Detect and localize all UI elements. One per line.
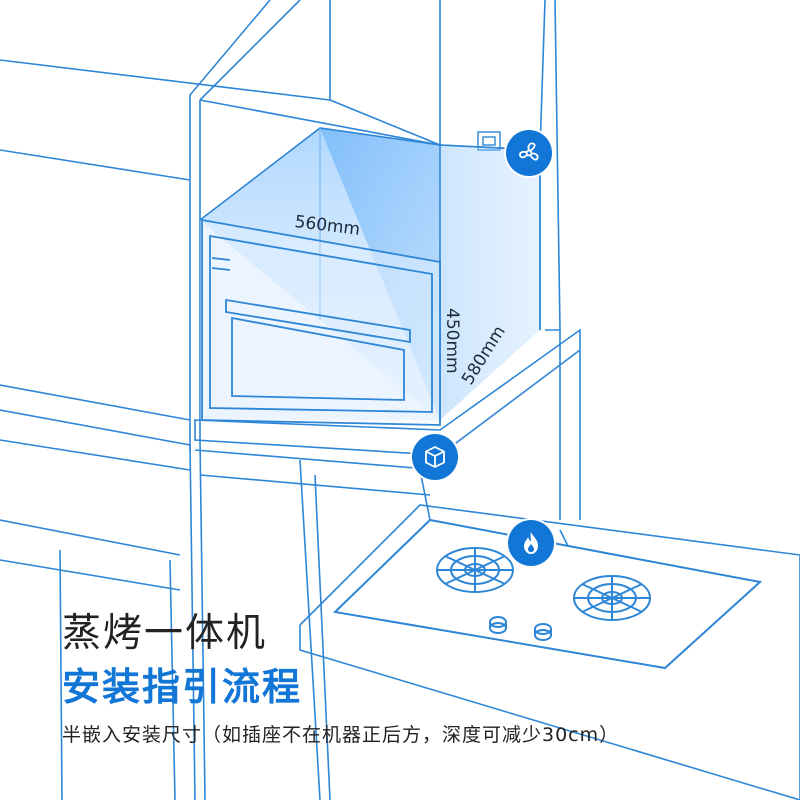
page-title: 蒸烤一体机 bbox=[62, 611, 268, 656]
oven-unit bbox=[201, 218, 441, 426]
fan-badge bbox=[506, 130, 552, 176]
knob-left[interactable] bbox=[489, 616, 507, 634]
flame-icon bbox=[524, 532, 538, 554]
burner-right bbox=[573, 575, 651, 621]
page-subtitle: 安装指引流程 bbox=[62, 665, 303, 709]
burner-left bbox=[436, 547, 514, 593]
lower-cabinets bbox=[0, 409, 441, 800]
cube-badge bbox=[412, 434, 458, 480]
gas-hob bbox=[332, 518, 763, 670]
fan-icon bbox=[519, 142, 539, 161]
installation-note: 半嵌入安装尺寸（如插座不在机器正后方，深度可减少30cm） bbox=[62, 724, 620, 746]
mid-counter bbox=[194, 328, 581, 520]
flame-badge bbox=[508, 520, 554, 566]
height-dimension-label: 450mm bbox=[442, 308, 462, 374]
cube-icon bbox=[425, 446, 445, 468]
knob-right[interactable] bbox=[534, 623, 552, 641]
